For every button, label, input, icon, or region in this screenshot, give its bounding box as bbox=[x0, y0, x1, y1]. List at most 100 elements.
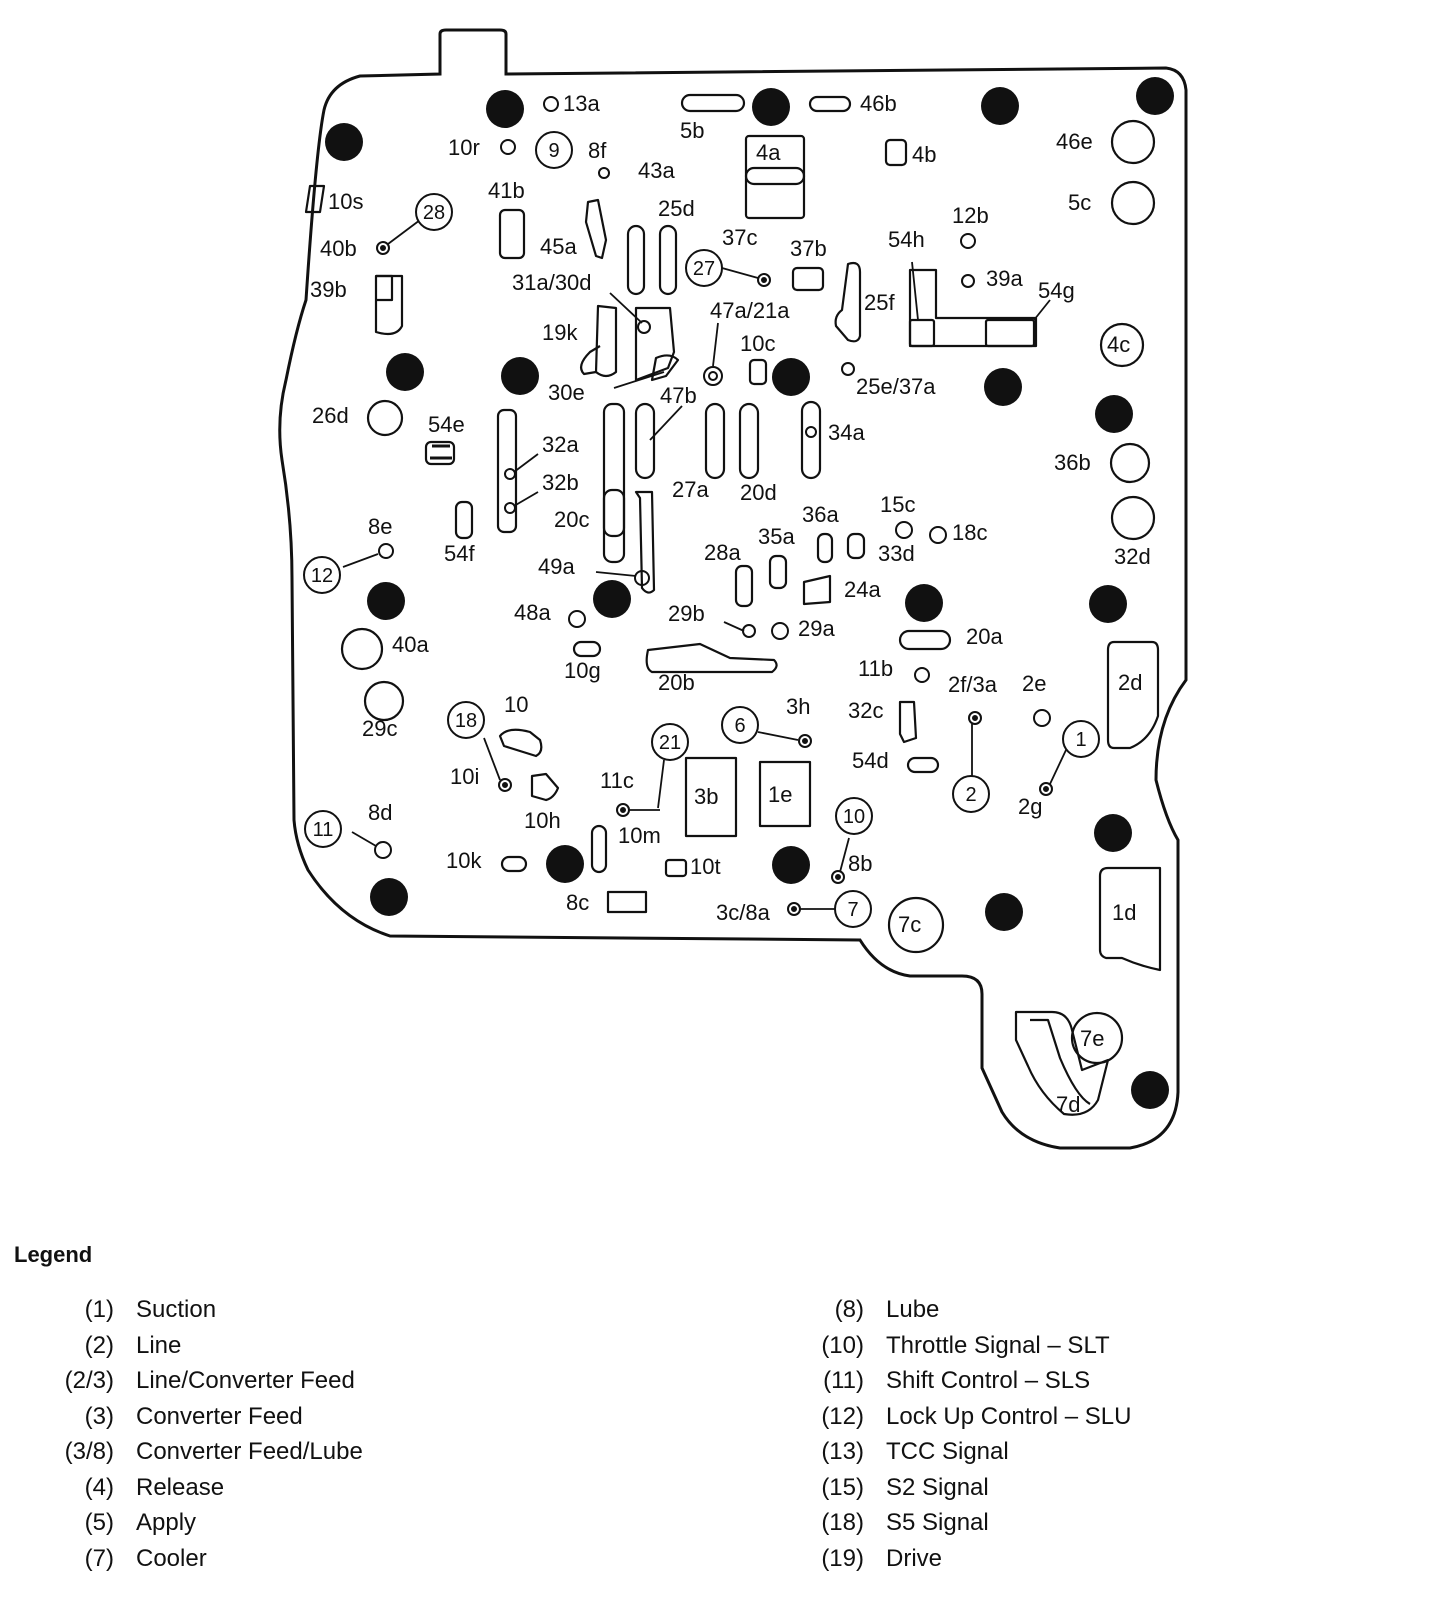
bolt-hole bbox=[981, 87, 1019, 125]
svg-text:48a: 48a bbox=[514, 600, 551, 625]
legend-text: Lube bbox=[886, 1296, 940, 1323]
svg-text:1d: 1d bbox=[1112, 900, 1136, 925]
svg-text:10m: 10m bbox=[618, 823, 661, 848]
legend-text: TCC Signal bbox=[886, 1438, 1009, 1465]
legend-title: Legend bbox=[14, 1242, 93, 1267]
svg-text:15c: 15c bbox=[880, 492, 915, 517]
bolt-hole bbox=[1131, 1071, 1169, 1109]
legend-code: (7) bbox=[84, 1544, 114, 1572]
legend-text: S2 Signal bbox=[886, 1473, 989, 1501]
svg-text:20d: 20d bbox=[740, 480, 777, 505]
svg-text:54f: 54f bbox=[444, 541, 475, 566]
svg-text:32b: 32b bbox=[542, 470, 579, 495]
svg-text:8f: 8f bbox=[588, 138, 607, 163]
svg-text:36a: 36a bbox=[802, 502, 839, 527]
legend-code: (3/8) bbox=[64, 1438, 114, 1465]
svg-text:11c: 11c bbox=[600, 768, 634, 793]
svg-text:29c: 29c bbox=[362, 716, 397, 741]
svg-text:31a/30d: 31a/30d bbox=[512, 270, 592, 295]
legend-text: Suction bbox=[136, 1296, 217, 1323]
legend-row: (15) S2 Signal bbox=[808, 1474, 1131, 1510]
valve-body-plate-diagram: 9 28 27 12 18 21 6 1 2 10 11 7 13a 5b 46… bbox=[278, 28, 1188, 1150]
legend-row: (5)Apply bbox=[0, 1509, 363, 1545]
svg-text:20c: 20c bbox=[554, 507, 589, 532]
port-5c bbox=[1110, 180, 1156, 226]
svg-text:47a/21a: 47a/21a bbox=[710, 298, 790, 323]
bolt-hole bbox=[752, 88, 790, 126]
svg-text:43a: 43a bbox=[638, 158, 675, 183]
legend-text: Line/Converter Feed bbox=[136, 1367, 355, 1394]
port-7e bbox=[1070, 1011, 1124, 1065]
svg-text:12: 12 bbox=[311, 565, 333, 587]
legend-row: (2/3) Line/Converter Feed bbox=[0, 1367, 363, 1403]
svg-text:46e: 46e bbox=[1056, 129, 1093, 154]
legend-row: (3)Converter Feed bbox=[0, 1403, 363, 1439]
svg-text:45a: 45a bbox=[540, 234, 577, 259]
legend-row: (12) Lock Up Control – SLU bbox=[808, 1403, 1131, 1439]
svg-text:1e: 1e bbox=[768, 782, 792, 807]
legend-code: (12) bbox=[821, 1402, 864, 1430]
svg-text:8e: 8e bbox=[368, 514, 392, 539]
bolt-hole bbox=[1136, 77, 1174, 115]
legend-code: (15) bbox=[821, 1473, 864, 1501]
legend-row: (13) TCC Signal bbox=[808, 1438, 1131, 1474]
port-36b bbox=[1109, 442, 1151, 484]
legend-row: (4)Release bbox=[0, 1474, 363, 1510]
svg-text:47b: 47b bbox=[660, 383, 697, 408]
svg-text:2g: 2g bbox=[1018, 794, 1042, 819]
legend-row: (3/8)Converter Feed/Lube bbox=[0, 1438, 363, 1474]
svg-text:34a: 34a bbox=[828, 420, 865, 445]
bolt-hole bbox=[501, 357, 539, 395]
dotted-ports bbox=[376, 241, 1053, 916]
svg-text:10g: 10g bbox=[564, 658, 601, 683]
svg-text:32d: 32d bbox=[1114, 544, 1151, 569]
legend-left-column: (1)Suction (2)Line (2/3)Line/Converter F… bbox=[0, 1296, 363, 1580]
svg-text:54d: 54d bbox=[852, 748, 889, 773]
legend-text: Cooler bbox=[136, 1544, 207, 1572]
legend-row: (19)Drive bbox=[808, 1545, 1131, 1581]
svg-text:2d: 2d bbox=[1118, 670, 1142, 695]
slots bbox=[304, 93, 1162, 1116]
legend-row: (1)Suction bbox=[0, 1296, 363, 1332]
legend-text: Shift Control – SLS bbox=[886, 1367, 1091, 1394]
legend-row: (8) Lube bbox=[808, 1296, 1131, 1332]
port-26d bbox=[366, 399, 404, 437]
svg-text:46b: 46b bbox=[860, 91, 897, 116]
legend-row: (11)Shift Control – SLS bbox=[808, 1367, 1131, 1403]
svg-text:41b: 41b bbox=[488, 178, 525, 203]
legend-code: (2/3) bbox=[64, 1367, 114, 1394]
svg-text:3b: 3b bbox=[694, 784, 718, 809]
svg-text:35a: 35a bbox=[758, 524, 795, 549]
bolt-hole bbox=[593, 580, 631, 618]
legend-text: Lock Up Control – SLU bbox=[886, 1402, 1132, 1430]
legend-code: (19) bbox=[821, 1544, 864, 1572]
svg-text:37c: 37c bbox=[722, 225, 757, 250]
svg-text:10h: 10h bbox=[524, 808, 561, 833]
svg-text:3c/8a: 3c/8a bbox=[716, 900, 771, 925]
svg-text:36b: 36b bbox=[1054, 450, 1091, 475]
svg-text:3h: 3h bbox=[786, 694, 810, 719]
legend-code: (8) bbox=[834, 1296, 864, 1323]
circled-numbers: 9 28 27 12 18 21 6 1 2 10 11 7 bbox=[303, 131, 1100, 928]
port-32d bbox=[1110, 495, 1156, 541]
legend-row: (7) Cooler bbox=[0, 1545, 363, 1581]
svg-text:29b: 29b bbox=[668, 601, 705, 626]
svg-text:28a: 28a bbox=[704, 540, 741, 565]
svg-text:1: 1 bbox=[1075, 729, 1086, 751]
legend-code: (3) bbox=[84, 1402, 114, 1430]
legend-code: (13) bbox=[821, 1438, 864, 1465]
svg-text:24a: 24a bbox=[844, 577, 881, 602]
port-40a bbox=[340, 627, 384, 671]
svg-text:54h: 54h bbox=[888, 227, 925, 252]
svg-text:2: 2 bbox=[965, 784, 976, 806]
svg-text:25d: 25d bbox=[658, 196, 695, 221]
svg-text:39a: 39a bbox=[986, 266, 1023, 291]
svg-text:10s: 10s bbox=[328, 189, 363, 214]
bolt-hole bbox=[1089, 585, 1127, 623]
bolt-hole bbox=[546, 845, 584, 883]
svg-text:11b: 11b bbox=[858, 656, 893, 681]
svg-text:29a: 29a bbox=[798, 616, 835, 641]
svg-text:13a: 13a bbox=[563, 91, 600, 116]
svg-text:8b: 8b bbox=[848, 851, 872, 876]
svg-text:28: 28 bbox=[423, 202, 445, 224]
